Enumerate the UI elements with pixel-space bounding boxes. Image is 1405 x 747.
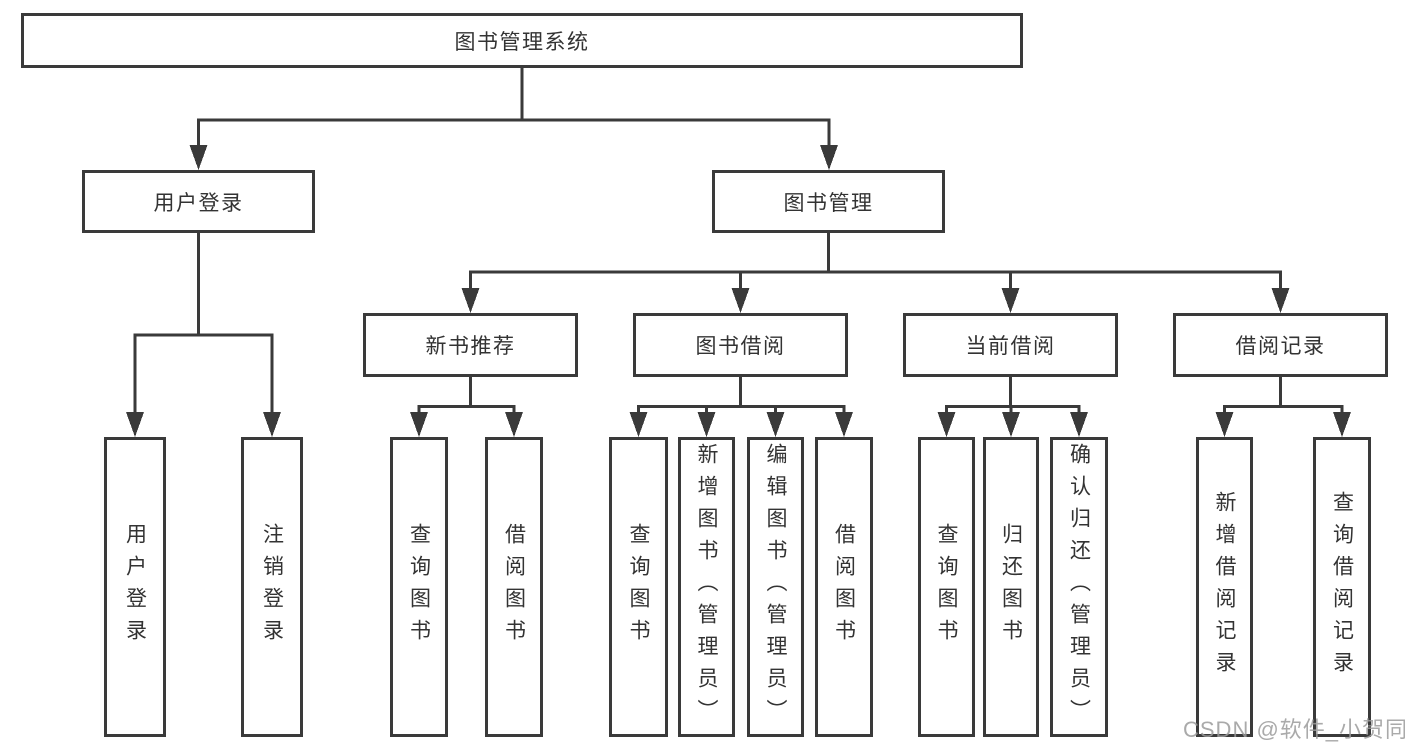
node-new-book-recommend: 新书推荐 — [363, 313, 578, 377]
leaf-borrowing-query-books: 查询图书 — [609, 437, 668, 737]
leaf-borrowing-edit-book-admin-label: 编辑图书（管理员） — [764, 443, 787, 731]
csdn-watermark: CSDN @软件_小贺同学 — [1183, 717, 1405, 742]
node-book-borrowing-label: 图书借阅 — [695, 335, 786, 358]
node-user-login-label: 用户登录 — [153, 191, 244, 215]
node-book-borrowing: 图书借阅 — [633, 313, 848, 377]
node-new-book-recommend-label: 新书推荐 — [425, 335, 516, 358]
node-system-root: 图书管理系统 — [21, 13, 1023, 68]
leaf-newbooks-borrow-books: 借阅图书 — [485, 437, 543, 737]
leaf-borrowing-add-book-admin: 新增图书（管理员） — [678, 437, 735, 737]
leaf-borrowing-borrow-books: 借阅图书 — [815, 437, 873, 737]
leaf-records-query-record-label: 查询借阅记录 — [1330, 491, 1354, 683]
node-user-login: 用户登录 — [82, 170, 315, 233]
node-borrow-records-label: 借阅记录 — [1235, 335, 1326, 358]
leaf-borrowing-edit-book-admin: 编辑图书（管理员） — [747, 437, 804, 737]
node-borrow-records: 借阅记录 — [1173, 313, 1388, 377]
leaf-records-add-record: 新增借阅记录 — [1196, 437, 1253, 737]
node-current-borrowing-label: 当前借阅 — [965, 335, 1056, 358]
leaf-newbooks-query-books: 查询图书 — [390, 437, 448, 737]
leaf-current-query-books-label: 查询图书 — [935, 523, 958, 651]
leaf-user-login-label: 用户登录 — [123, 523, 147, 651]
leaf-newbooks-borrow-books-label: 借阅图书 — [502, 523, 526, 651]
leaf-records-query-record: 查询借阅记录 — [1313, 437, 1371, 737]
leaf-borrowing-query-books-label: 查询图书 — [627, 523, 650, 651]
leaf-records-add-record-label: 新增借阅记录 — [1213, 491, 1236, 683]
leaf-user-login: 用户登录 — [104, 437, 166, 737]
leaf-logout: 注销登录 — [241, 437, 303, 737]
leaf-logout-label: 注销登录 — [260, 523, 284, 651]
node-book-management: 图书管理 — [712, 170, 945, 233]
leaf-current-return-books: 归还图书 — [983, 437, 1039, 737]
node-system-root-label: 图书管理系统 — [454, 30, 590, 54]
node-current-borrowing: 当前借阅 — [903, 313, 1118, 377]
leaf-borrowing-add-book-admin-label: 新增图书（管理员） — [695, 443, 718, 731]
leaf-current-return-books-label: 归还图书 — [999, 523, 1023, 651]
leaf-current-confirm-return-admin-label: 确认归还（管理员） — [1067, 443, 1091, 731]
leaf-current-confirm-return-admin: 确认归还（管理员） — [1050, 437, 1108, 737]
leaf-borrowing-borrow-books-label: 借阅图书 — [832, 523, 856, 651]
node-book-management-label: 图书管理 — [783, 191, 874, 215]
leaf-current-query-books: 查询图书 — [918, 437, 975, 737]
leaf-newbooks-query-books-label: 查询图书 — [407, 523, 431, 651]
